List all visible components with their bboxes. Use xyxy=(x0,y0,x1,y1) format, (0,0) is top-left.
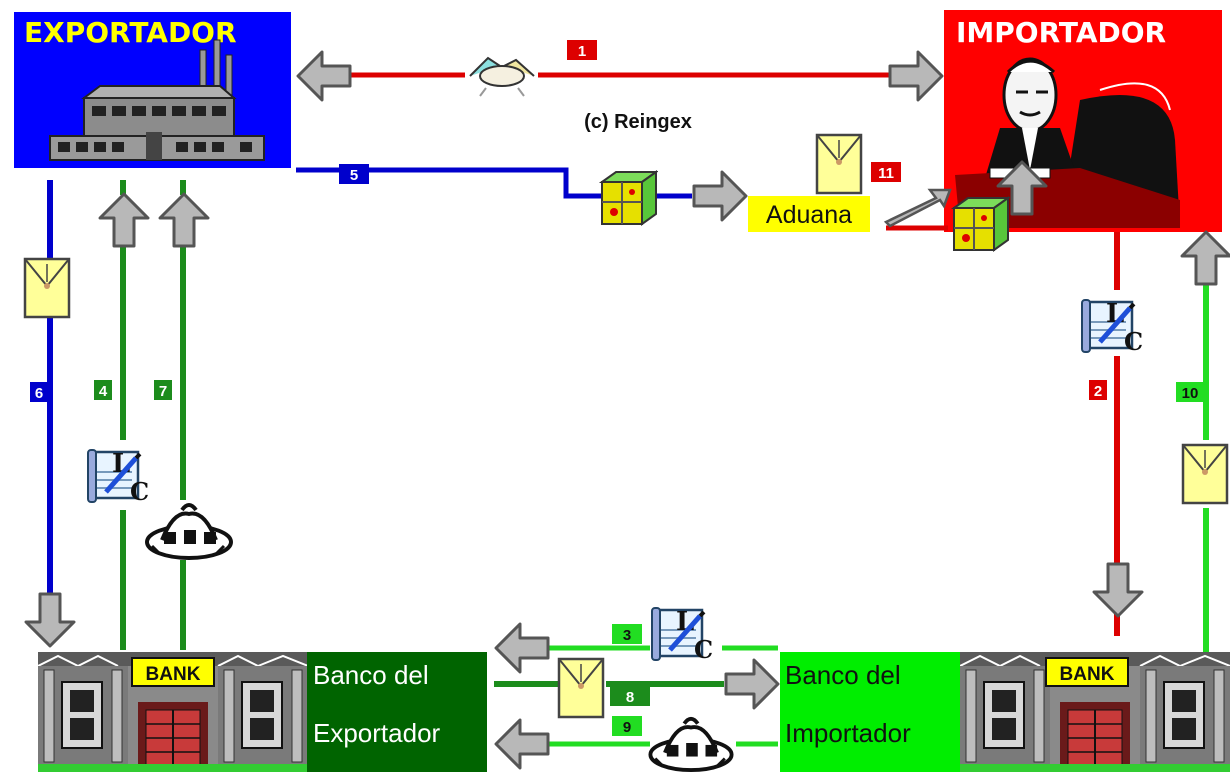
importer-bank-sign xyxy=(1045,657,1129,687)
flow-step-2: 2 xyxy=(1082,232,1143,636)
step-6-number: 6 xyxy=(35,385,43,402)
exporter-bank-label-line1: Banco del xyxy=(313,660,429,690)
exporter-bank-sign-text: BANK xyxy=(146,664,201,685)
flow-step-8: 8 xyxy=(494,657,780,719)
letter-of-credit-icon xyxy=(1082,299,1143,356)
flow-step-4: 4 xyxy=(88,180,149,650)
importer-bank-label-background xyxy=(780,652,960,772)
exporter-box: EXPORTADOR xyxy=(14,12,291,168)
flow-step-3: 3 xyxy=(494,607,778,674)
step-9-number: 9 xyxy=(623,719,631,736)
copyright-label: (c) Reingex xyxy=(584,111,692,133)
arrow-left-icon xyxy=(494,622,550,674)
step-7-badge xyxy=(154,380,172,400)
arrow-left-icon xyxy=(296,50,352,102)
package-icon xyxy=(601,171,657,225)
step-4-badge xyxy=(94,380,112,400)
arrow-diagonal-icon xyxy=(883,188,952,228)
money-bag-icon xyxy=(145,503,233,560)
letter-of-credit-icon xyxy=(652,607,713,664)
step-9-badge xyxy=(612,716,642,736)
money-bag-icon xyxy=(648,716,734,772)
exporter-title: EXPORTADOR xyxy=(24,16,237,49)
step-1-badge xyxy=(567,40,597,60)
customs-node: Aduana xyxy=(748,133,870,232)
envelope-icon xyxy=(557,657,605,719)
step-11-badge xyxy=(871,162,901,182)
arrow-up-icon xyxy=(98,192,150,248)
step-3-badge xyxy=(612,624,642,644)
flow-step-1: 1 xyxy=(296,40,944,102)
importer-bank: Banco del Importador BANK xyxy=(780,652,1230,772)
flow-step-5: 5 xyxy=(296,164,748,225)
arrow-right-icon xyxy=(888,50,944,102)
arrow-right-icon xyxy=(724,658,780,710)
arrow-up-icon xyxy=(1180,230,1230,286)
step-3-number: 3 xyxy=(623,627,631,644)
flow-step-6: 6 xyxy=(23,180,76,648)
arrow-down-icon xyxy=(24,592,76,648)
step-7-number: 7 xyxy=(159,383,167,400)
importer-title: IMPORTADOR xyxy=(956,16,1166,49)
step-10-badge xyxy=(1176,382,1204,402)
package-icon xyxy=(953,197,1009,251)
step-5-number: 5 xyxy=(350,167,358,184)
step-11-number: 11 xyxy=(878,165,894,182)
flow-step-9: 9 xyxy=(494,716,778,772)
exporter-bank-label-line2: Exportador xyxy=(313,718,441,748)
step-2-badge xyxy=(1089,380,1107,400)
flow-step-10: 10 xyxy=(1176,230,1230,652)
envelope-icon xyxy=(23,257,71,319)
arrow-down-icon xyxy=(1092,562,1144,618)
step-1-number: 1 xyxy=(578,43,586,60)
step-10-number: 10 xyxy=(1182,385,1199,402)
importer-bank-label-line2: Importador xyxy=(785,718,911,748)
exporter-bank: BANK Banco del Exportador xyxy=(38,652,487,772)
envelope-icon xyxy=(815,133,863,195)
step-4-number: 4 xyxy=(99,383,108,400)
handshake-icon xyxy=(469,56,535,97)
importer-bank-label-line1: Banco del xyxy=(785,660,901,690)
importer-bank-sign-text: BANK xyxy=(1060,664,1115,685)
exporter-bank-label-background xyxy=(307,652,487,772)
step-5-badge xyxy=(339,164,369,184)
customs-label-background xyxy=(748,196,870,232)
exporter-bank-sign xyxy=(131,657,215,687)
arrow-up-icon xyxy=(158,192,210,248)
step-2-number: 2 xyxy=(1094,383,1102,400)
arrow-right-icon xyxy=(692,170,748,222)
step-6-badge xyxy=(30,382,48,402)
step-8-number: 8 xyxy=(626,689,634,706)
customs-label: Aduana xyxy=(766,201,852,229)
step-8-badge xyxy=(610,686,650,706)
factory-icon xyxy=(49,39,265,161)
flow-step-11: 11 xyxy=(871,160,1048,251)
flow-step-7: 7 xyxy=(145,180,233,650)
arrow-left-icon xyxy=(494,718,550,770)
envelope-icon xyxy=(1181,443,1229,505)
letter-of-credit-icon xyxy=(88,449,149,506)
